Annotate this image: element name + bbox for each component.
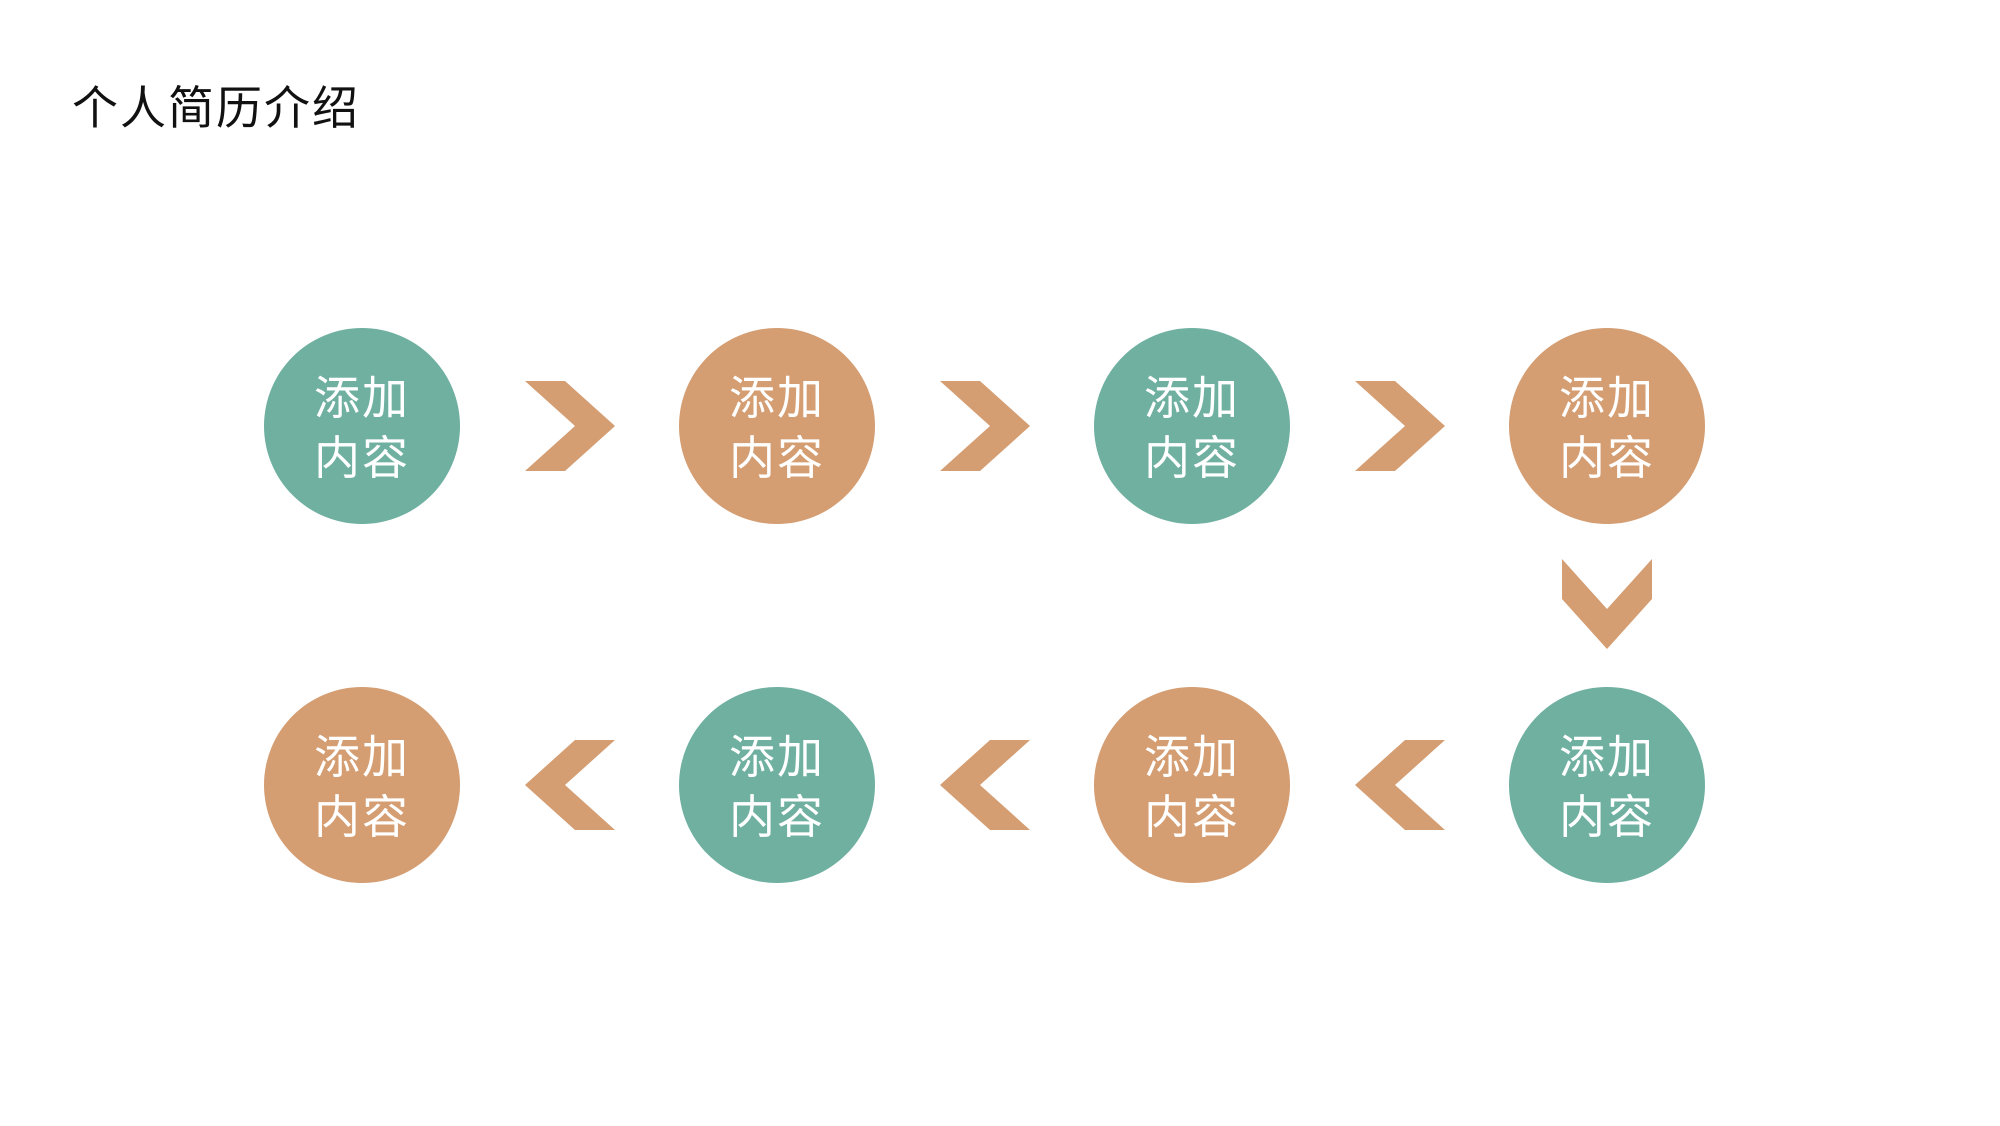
flow-node-label-line2: 内容 <box>1559 790 1655 844</box>
chevron-right-icon <box>1355 381 1445 471</box>
flow-node-label-line1: 添加 <box>729 730 825 784</box>
flow-node-circle <box>1509 328 1705 524</box>
flow-node-label-line1: 添加 <box>314 730 410 784</box>
flow-node-label-line1: 添加 <box>1559 730 1655 784</box>
flow-node-label-line1: 添加 <box>1559 371 1655 425</box>
flow-node-label-line2: 内容 <box>314 431 410 485</box>
flow-node-circle <box>679 687 875 883</box>
flow-node-label-line2: 内容 <box>1144 431 1240 485</box>
chevron-right-icon <box>525 381 615 471</box>
flow-node-circle <box>264 687 460 883</box>
flow-node-circle <box>1509 687 1705 883</box>
page-title: 个人简历介绍 <box>72 81 360 135</box>
chevron-down-icon <box>1562 559 1652 649</box>
flow-node-label-line2: 内容 <box>1559 431 1655 485</box>
flow-node-label-line1: 添加 <box>1144 371 1240 425</box>
chevron-left-icon <box>1355 740 1445 830</box>
flow-node-label-line2: 内容 <box>1144 790 1240 844</box>
flow-node-label-line2: 内容 <box>729 790 825 844</box>
flow-node-label-line1: 添加 <box>314 371 410 425</box>
flow-node-circle <box>1094 687 1290 883</box>
flow-node-label-line2: 内容 <box>314 790 410 844</box>
flow-node-circle <box>1094 328 1290 524</box>
flow-arrows <box>525 381 1652 830</box>
chevron-left-icon <box>525 740 615 830</box>
flow-node-label-line1: 添加 <box>1144 730 1240 784</box>
flow-node-label-line1: 添加 <box>729 371 825 425</box>
flow-node-label-line2: 内容 <box>729 431 825 485</box>
flow-node-circle <box>679 328 875 524</box>
chevron-left-icon <box>940 740 1030 830</box>
flow-node-circle <box>264 328 460 524</box>
chevron-right-icon <box>940 381 1030 471</box>
